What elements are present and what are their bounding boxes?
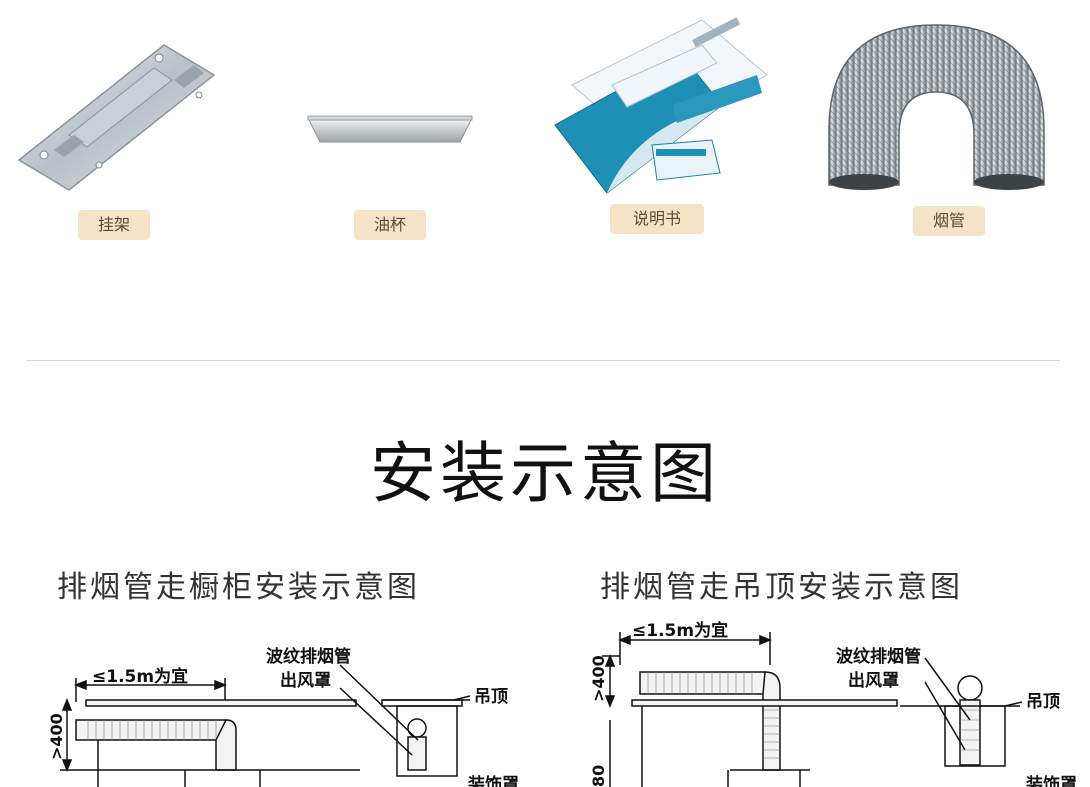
section-title: 安装示意图 xyxy=(370,435,720,512)
diagram-right: ≤1.5m为宜 波纹排烟管 出风罩 吊顶 >400 80 装饰罩 xyxy=(589,620,1077,787)
section-divider xyxy=(26,360,1060,361)
left-height-label: >400 xyxy=(47,713,66,760)
accessory-label-manual: 说明书 xyxy=(610,204,704,234)
accessory-label-bracket: 挂架 xyxy=(78,210,150,240)
diagram-left-title: 排烟管走橱柜安装示意图 xyxy=(57,570,420,605)
manual-image xyxy=(554,17,768,194)
right-cover-label: 装饰罩 xyxy=(1025,774,1077,787)
diagram-left: ≤1.5m为宜 波纹排烟管 出风罩 吊顶 >400 装饰罩 xyxy=(47,646,519,787)
right-ceiling-label: 吊顶 xyxy=(1026,692,1060,712)
left-length-label: ≤1.5m为宜 xyxy=(92,666,188,687)
right-duct-label: 波纹排烟管 xyxy=(836,646,921,667)
right-outlet-label: 出风罩 xyxy=(848,670,899,691)
diagram-right-title: 排烟管走吊顶安装示意图 xyxy=(600,570,963,605)
left-duct-label: 波纹排烟管 xyxy=(266,646,351,667)
duct-pipe-image xyxy=(828,24,1045,190)
accessory-label-duct-pipe: 烟管 xyxy=(913,206,985,236)
left-ceiling-label: 吊顶 xyxy=(474,687,508,707)
right-length-label: ≤1.5m为宜 xyxy=(632,620,728,641)
left-outlet-label: 出风罩 xyxy=(280,670,331,691)
right-height-label: >400 xyxy=(589,655,608,702)
right-side-label: 80 xyxy=(589,765,608,787)
accessory-label-oil-cup: 油杯 xyxy=(354,210,426,240)
left-cover-label: 装饰罩 xyxy=(467,774,519,787)
bracket-image xyxy=(17,44,216,191)
oil-cup-image xyxy=(307,115,473,143)
